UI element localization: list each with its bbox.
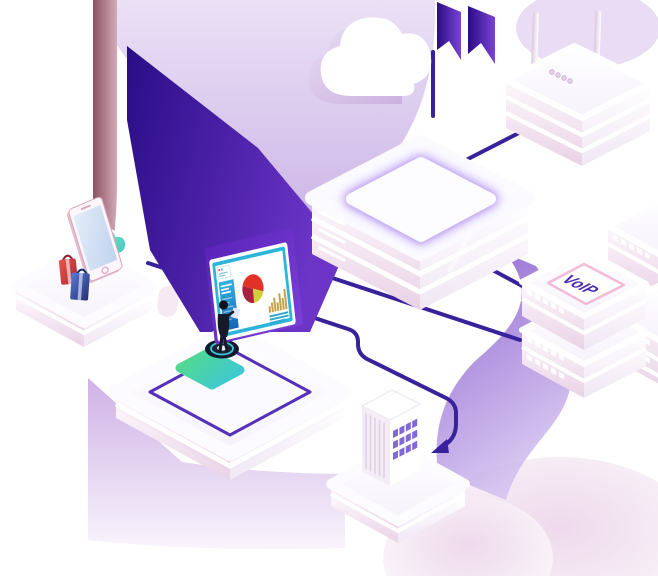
cloud-front-face: [320, 17, 432, 96]
edge-server-indicators: [613, 234, 650, 260]
hub-stripe-2: [310, 233, 530, 295]
building-pilasters: [365, 412, 385, 479]
router-antenna-left: [531, 12, 539, 70]
screen-window-chrome: [216, 264, 232, 280]
person-figure: [217, 300, 241, 353]
voip-label-plate: [546, 262, 626, 306]
hub-inner-plate: [346, 157, 496, 242]
router-status-dots: [549, 69, 573, 84]
office-building-platform: [326, 389, 470, 543]
router-right-face: [582, 83, 650, 166]
building-windows: [393, 418, 418, 460]
edge-server-top-box: [605, 196, 658, 290]
phone-speaker: [80, 204, 91, 210]
voip-top-box: VoIP: [519, 247, 649, 350]
connector-phone-to-building: [146, 261, 458, 449]
cloud: [308, 17, 432, 104]
bar: [283, 288, 288, 310]
smartphone: [67, 196, 123, 284]
bar: [278, 293, 283, 311]
screen-text-lines: [269, 311, 289, 324]
building-left-face: [362, 406, 390, 486]
pink-pillar-decor: [157, 286, 179, 317]
router-back-blob: [516, 0, 658, 68]
bar: [276, 302, 280, 312]
ribbon-right: [468, 6, 495, 64]
wifi-router: [503, 10, 653, 166]
voip-server-stack: VoIP: [519, 247, 649, 398]
hub-gloss-streak: [446, 230, 474, 274]
phone-screen: [73, 204, 118, 272]
bar-chart: [268, 288, 288, 313]
bottom-left-shadow: [88, 378, 345, 549]
pie-chart: [242, 274, 264, 303]
data-ribbons: [437, 2, 495, 64]
office-building: [361, 389, 421, 486]
bar: [273, 297, 277, 312]
smartphone-platform: [11, 196, 157, 347]
hub-right-face: [420, 198, 528, 310]
person-head: [218, 300, 229, 310]
shopping-bag-blue: [70, 268, 90, 301]
bar: [268, 306, 272, 313]
hub-slot-dashes: [318, 210, 346, 262]
person-tablet: [230, 307, 241, 319]
bar: [281, 297, 285, 310]
building-roof: [361, 389, 421, 421]
phone-home-button: [101, 266, 109, 274]
voip-indicators-top: [527, 289, 564, 315]
router-stripe-2: [504, 110, 652, 154]
presentation-platform: [109, 228, 351, 480]
hub-left-face: [312, 198, 420, 310]
pie-slice: [242, 274, 264, 292]
ribbon-left: [437, 2, 461, 60]
green-pad: [175, 348, 245, 390]
router-left-face: [506, 80, 582, 166]
router-top-face: [503, 43, 653, 121]
bar: [270, 302, 274, 313]
voip-indicators-bottom: [527, 336, 564, 380]
pie-slice: [242, 286, 255, 303]
router-stripe-1: [504, 94, 652, 138]
central-server-hub: [305, 135, 535, 310]
hub-stripe-1: [310, 215, 530, 277]
connector-arrowhead: [431, 439, 449, 453]
pie-slice: [252, 288, 264, 303]
